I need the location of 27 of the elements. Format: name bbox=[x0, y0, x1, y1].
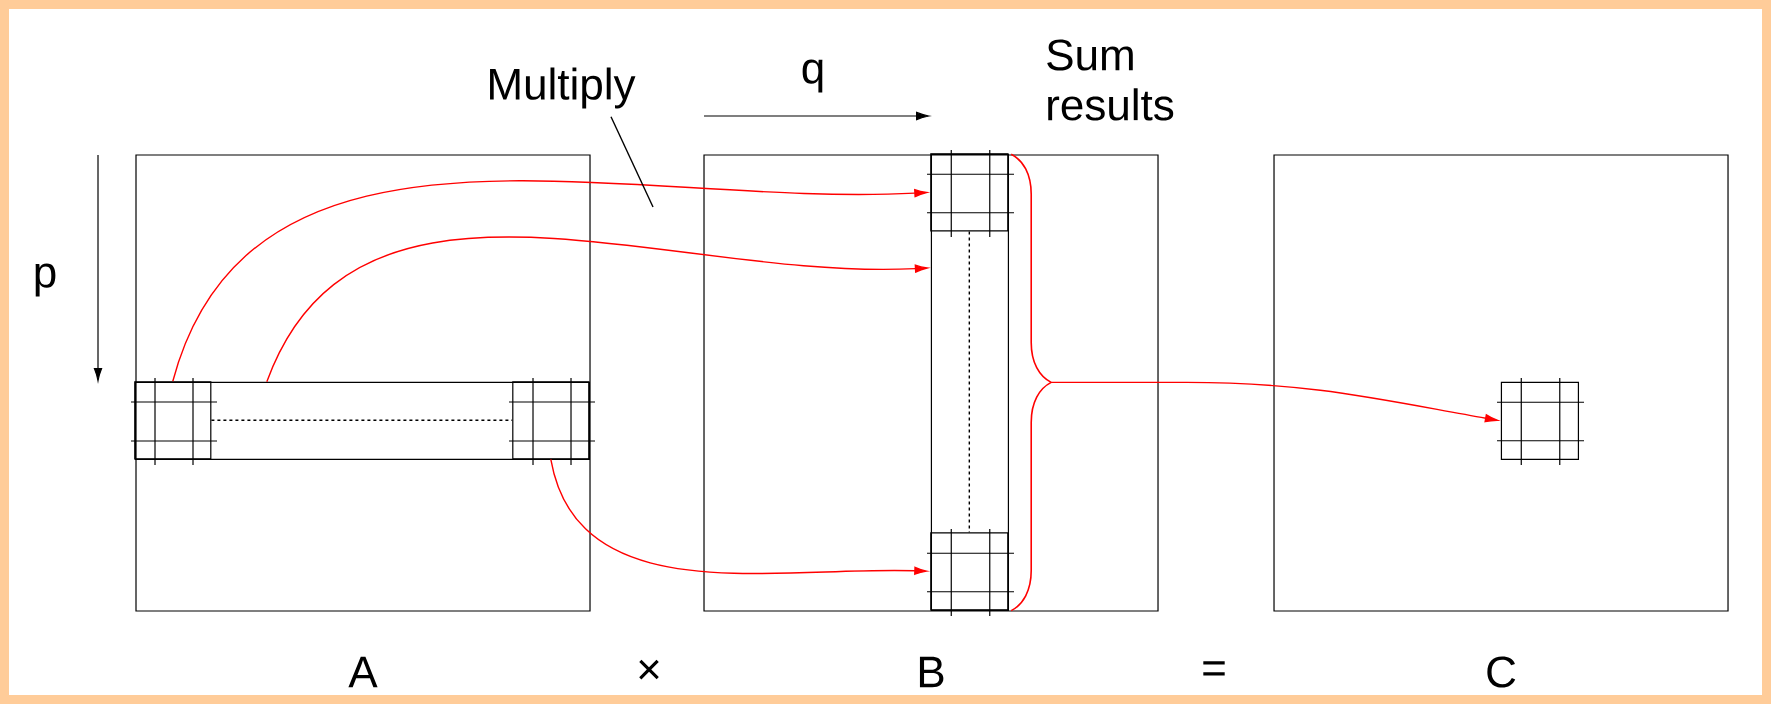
dashed-line bbox=[968, 230, 970, 533]
operator-sign: × bbox=[639, 659, 659, 680]
node-label: B bbox=[919, 656, 944, 688]
band-box bbox=[930, 153, 1009, 611]
matrix-box: C bbox=[1273, 154, 1729, 688]
axis-label: q bbox=[802, 59, 823, 93]
arrow bbox=[550, 458, 928, 575]
matrix-box: A bbox=[135, 154, 591, 688]
arrow bbox=[172, 180, 928, 382]
sum-label: Sum results bbox=[1047, 39, 1174, 121]
node-label: A bbox=[348, 656, 378, 688]
axis-label: p bbox=[35, 263, 56, 297]
arrow bbox=[266, 236, 928, 383]
matrix-box: B bbox=[703, 154, 1159, 688]
grid-tile bbox=[508, 377, 596, 466]
leader-line bbox=[610, 116, 654, 208]
grid-tile bbox=[926, 149, 1015, 238]
dashed-line bbox=[210, 419, 513, 421]
brace bbox=[1010, 153, 1052, 612]
arrow bbox=[1050, 381, 1498, 423]
operator-sign: = bbox=[1203, 661, 1225, 676]
band-box bbox=[134, 381, 590, 460]
node-label: C bbox=[1487, 656, 1516, 688]
grid-tile bbox=[130, 377, 218, 466]
grid-tile bbox=[1496, 377, 1585, 466]
grid-tile bbox=[926, 528, 1015, 617]
callout-text: Multiply bbox=[490, 67, 636, 109]
